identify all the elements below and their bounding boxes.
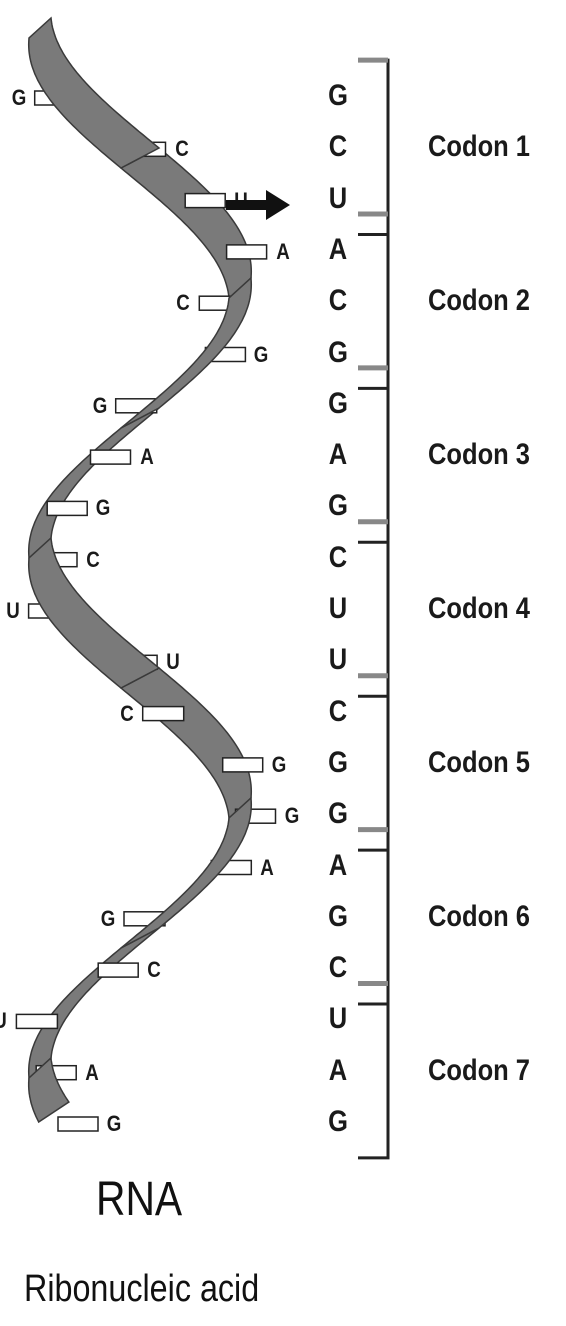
sequence-letter: G xyxy=(327,797,349,831)
sequence-letter: U xyxy=(327,1002,349,1036)
codon-label: Codon 5 xyxy=(428,746,530,780)
sequence-letter: G xyxy=(327,1105,349,1139)
sequence-letter: C xyxy=(327,695,349,729)
codon-bracket xyxy=(358,214,388,388)
sequence-letter: G xyxy=(327,336,349,370)
sequence-letter: C xyxy=(327,951,349,985)
codon-label: Codon 3 xyxy=(428,438,530,472)
codon-label: Codon 1 xyxy=(428,130,530,164)
sequence-letter: U xyxy=(327,643,349,677)
sequence-letter: G xyxy=(327,746,349,780)
rna-subtitle: Ribonucleic acid xyxy=(24,1268,259,1311)
codon-bracket xyxy=(358,984,388,1158)
sequence-letter: C xyxy=(327,284,349,318)
rna-title: RNA xyxy=(96,1172,182,1227)
codon-bracket xyxy=(358,60,388,234)
sequence-letter: G xyxy=(327,489,349,523)
codon-label: Codon 6 xyxy=(428,900,530,934)
codon-label: Codon 2 xyxy=(428,284,530,318)
sequence-letter: C xyxy=(327,130,349,164)
sequence-letter: A xyxy=(327,438,349,472)
sequence-letter: G xyxy=(327,900,349,934)
sequence-letter: G xyxy=(327,79,349,113)
codon-bracket xyxy=(358,522,388,696)
codon-bracket xyxy=(358,368,388,542)
sequence-letter: A xyxy=(327,1054,349,1088)
sequence-letter: A xyxy=(327,233,349,267)
sequence-letter: C xyxy=(327,541,349,575)
sequence-letter: U xyxy=(327,592,349,626)
sequence-letter: U xyxy=(327,182,349,216)
sequence-letter: G xyxy=(327,387,349,421)
codon-label: Codon 7 xyxy=(428,1054,530,1088)
codon-bracket xyxy=(358,830,388,1004)
sequence-letter: A xyxy=(327,849,349,883)
codon-bracket xyxy=(358,676,388,850)
codon-label: Codon 4 xyxy=(428,592,530,626)
